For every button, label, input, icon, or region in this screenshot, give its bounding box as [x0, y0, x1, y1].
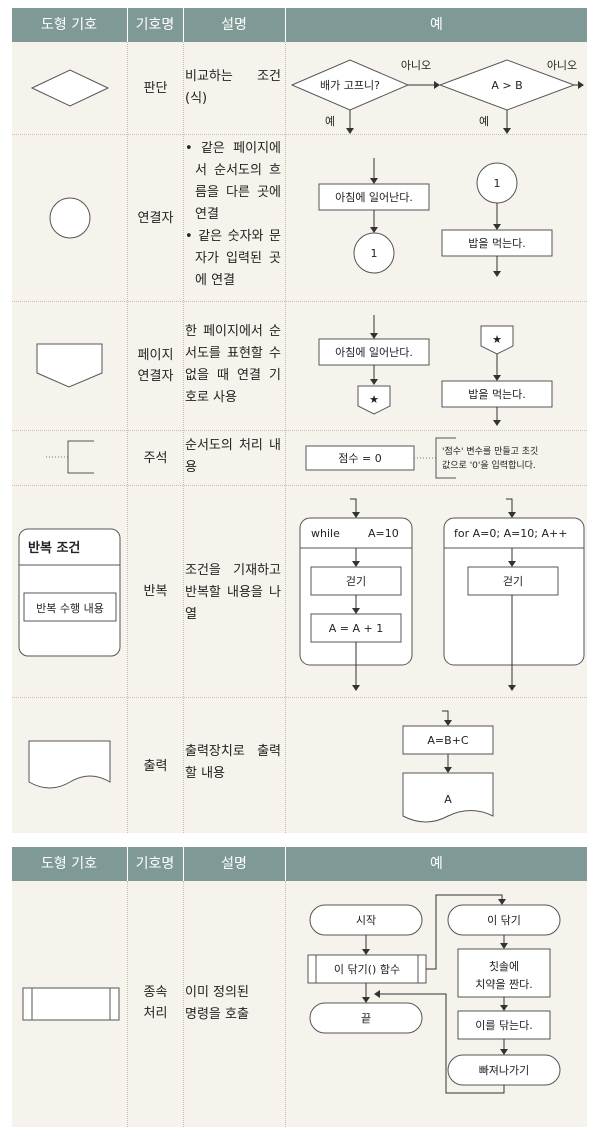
- output-desc: 출력장치로 출력할 내용: [185, 744, 281, 781]
- flowchart-symbol-table-1: 도형 기호 기호명 설명 예 판단 비교하는 조건(식) 배가 고프니? 아니오…: [12, 8, 587, 833]
- subprocess-step-1b: 치약을 짠다.: [475, 977, 533, 991]
- subprocess-step-2: 이를 닦는다.: [475, 1019, 533, 1032]
- loop-walk-1: 걷기: [346, 575, 366, 588]
- loop-symbol-title: 반복 조건: [28, 540, 80, 556]
- header-example: 예: [430, 17, 443, 33]
- subprocess-name-2: 처리: [143, 1006, 168, 1021]
- output-example: A=B+C A: [402, 710, 494, 823]
- annotation-symbol: [46, 440, 94, 474]
- subprocess-fn: 이 닦기: [487, 914, 521, 927]
- loop-for-head: for A=0; A=10; A++: [454, 527, 567, 540]
- decision-cond-2: A > B: [491, 79, 522, 92]
- connector-example: 아침에 일어난다. 1 1 밥을 먹는다.: [318, 158, 553, 277]
- annotation-note-2: 값으로 '0'을 입력합니다.: [442, 459, 536, 471]
- subprocess-desc: 이미 정의된 명령을 호출: [185, 982, 281, 1026]
- decision-no-2: 아니오: [547, 59, 577, 72]
- annotation-example: 점수 = 0 '점수' 변수를 만들고 초깃 값으로 '0'을 입력합니다.: [305, 437, 538, 479]
- decision-yes-1: 예: [325, 115, 335, 128]
- decision-yes-2: 예: [479, 115, 489, 128]
- annotation-desc: 순서도의 처리 내용: [185, 438, 281, 475]
- decision-desc: 비교하는 조건(식): [185, 69, 281, 106]
- decision-cond-1: 배가 고프니?: [320, 79, 380, 92]
- offpage-symbol: [36, 343, 103, 388]
- loop-while-cond: A=10: [368, 527, 399, 540]
- output-box: A=B+C: [427, 734, 469, 747]
- header-example: 예: [430, 856, 443, 872]
- offpage-name: 페이지 연결자: [129, 345, 182, 387]
- subprocess-call: 이 닦기() 함수: [334, 963, 400, 976]
- decision-example: 배가 고프니? 아니오 A > B 아니오 예 예: [290, 59, 584, 134]
- subprocess-end: 끝: [361, 1012, 371, 1025]
- subprocess-name-1: 종속: [143, 985, 168, 1000]
- header-symbol: 도형 기호: [41, 856, 97, 872]
- connector-circle-1: 1: [371, 247, 378, 260]
- connector-box-2: 밥을 먹는다.: [468, 237, 526, 250]
- offpage-name-1: 페이지: [137, 348, 174, 363]
- loop-while-kw: while: [311, 527, 340, 540]
- output-doc: A: [444, 793, 452, 806]
- header-desc: 설명: [221, 17, 247, 33]
- document-symbol: [28, 740, 111, 789]
- subprocess-exit: 빠져나가기: [479, 1064, 530, 1077]
- subprocess-start: 시작: [356, 914, 376, 927]
- header-symbol: 도형 기호: [41, 17, 97, 33]
- offpage-example: 아침에 일어난다. ★ ★ 밥을 먹는다.: [318, 315, 553, 426]
- header-name: 기호명: [135, 17, 175, 33]
- offpage-desc: 한 페이지에서 순서도를 표현할 수 없을 때 연결 기호로 사용: [185, 324, 281, 405]
- connector-desc: • 같은 페이지에서 순서도의 흐름을 다른 곳에 연결 • 같은 숫자와 문자…: [185, 138, 281, 292]
- decision-no-1: 아니오: [401, 59, 431, 72]
- offpage-star-1: ★: [369, 393, 379, 406]
- offpage-box-2: 밥을 먹는다.: [468, 388, 526, 401]
- offpage-star-2: ★: [492, 333, 502, 346]
- offpage-box-1: 아침에 일어난다.: [335, 345, 413, 359]
- offpage-name-2: 연결자: [137, 369, 174, 384]
- loop-example: while A=10 걷기 A = A + 1 for A=0; A=10; A…: [299, 498, 585, 691]
- decision-symbol: [30, 69, 110, 107]
- loop-name: 반복: [143, 584, 168, 599]
- connector-desc-2: • 같은 숫자와 문자가 입력된 곳에 연결: [185, 229, 281, 288]
- loop-symbol: 반복 조건 반복 수행 내용: [18, 528, 121, 657]
- table-header: 도형 기호 기호명 설명 예: [12, 847, 587, 881]
- loop-desc: 조건을 기재하고 반복할 내용을 나열: [185, 563, 281, 622]
- table-header: 도형 기호 기호명 설명 예: [12, 8, 587, 42]
- annotation-box: 점수 = 0: [338, 452, 381, 465]
- connector-name: 연결자: [137, 211, 174, 226]
- header-name: 기호명: [135, 856, 175, 872]
- connector-symbol: [49, 197, 91, 239]
- loop-symbol-body: 반복 수행 내용: [36, 602, 104, 615]
- subprocess-desc-1: 이미 정의된: [185, 985, 249, 1000]
- subprocess-step-1a: 칫솔에: [489, 960, 519, 973]
- subprocess-symbol: [22, 987, 120, 1021]
- output-name: 출력: [143, 759, 168, 774]
- connector-desc-1: • 같은 페이지에서 순서도의 흐름을 다른 곳에 연결: [185, 141, 281, 222]
- connector-box-1: 아침에 일어난다.: [335, 190, 413, 204]
- subprocess-desc-2: 명령을 호출: [185, 1007, 249, 1022]
- loop-walk-2: 걷기: [503, 575, 523, 588]
- connector-circle-2: 1: [494, 177, 501, 190]
- header-desc: 설명: [221, 856, 247, 872]
- annotation-note-1: '점수' 변수를 만들고 초깃: [442, 445, 538, 457]
- annotation-name: 주석: [143, 451, 168, 466]
- subprocess-example: 시작 이 닦기() 함수 끝 이 닦기 칫솔에 치약을 짠다. 이를 닦는다.: [307, 894, 561, 1094]
- flowchart-symbol-table-2: 도형 기호 기호명 설명 예 종속 처리 이미 정의된 명령을 호출 시작: [12, 847, 587, 1127]
- loop-assign: A = A + 1: [329, 622, 383, 635]
- subprocess-name: 종속 처리: [129, 982, 182, 1024]
- decision-name: 판단: [143, 81, 168, 96]
